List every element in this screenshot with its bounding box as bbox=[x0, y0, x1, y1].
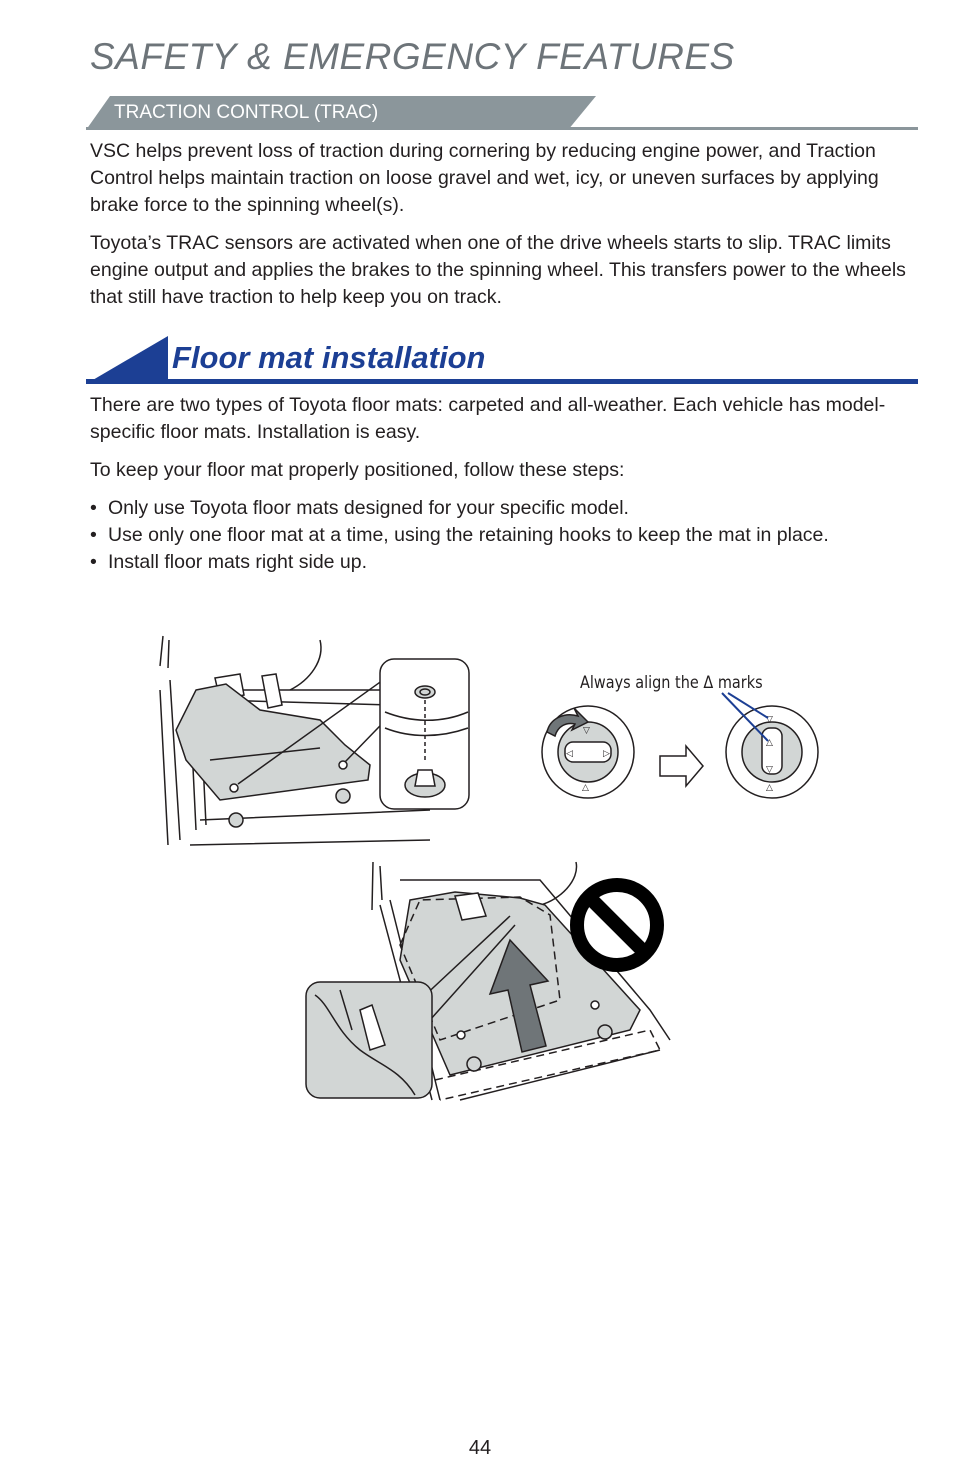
page-number: 44 bbox=[468, 1437, 492, 1459]
align-marks-illustration: ▽ △ ▷ ◁ ▽ △ ▽ △ bbox=[541, 692, 819, 799]
trac-heading: TRACTION CONTROL (TRAC) bbox=[114, 102, 379, 123]
bullet-dot: • bbox=[90, 551, 97, 573]
floor-mat-header-rule bbox=[86, 379, 918, 384]
svg-text:△: △ bbox=[766, 783, 773, 793]
floor-mat-paragraph-2: To keep your floor mat properly position… bbox=[90, 459, 625, 481]
list-item: • Install floor mats right side up. bbox=[90, 549, 880, 576]
bullet-dot: • bbox=[90, 497, 97, 519]
trac-paragraph-2: Toyota’s TRAC sensors are activated when… bbox=[90, 232, 906, 308]
svg-text:▽: ▽ bbox=[766, 715, 773, 725]
bullet-text: Only use Toyota floor mats designed for … bbox=[108, 497, 629, 519]
align-marks-label: Always align the Δ marks bbox=[580, 673, 763, 693]
trac-paragraph-1: VSC helps prevent loss of traction durin… bbox=[90, 140, 879, 216]
bullet-text: Install floor mats right side up. bbox=[108, 551, 368, 573]
svg-text:△: △ bbox=[766, 738, 773, 748]
svg-text:◁: ◁ bbox=[566, 749, 573, 759]
svg-text:▽: ▽ bbox=[766, 765, 773, 775]
svg-text:▷: ▷ bbox=[603, 749, 610, 759]
trac-header-tab bbox=[86, 96, 596, 130]
floor-mat-section-header: Floor mat installation bbox=[86, 336, 918, 386]
list-item: • Only use Toyota floor mats designed fo… bbox=[90, 495, 880, 522]
trac-header-rule bbox=[86, 127, 918, 130]
trac-section-header: TRACTION CONTROL (TRAC) bbox=[86, 96, 918, 132]
mat-hook-illustration bbox=[159, 635, 470, 846]
section-title: SAFETY & EMERGENCY FEATURES bbox=[90, 36, 735, 77]
bullet-dot: • bbox=[90, 524, 97, 546]
bullet-text: Use only one floor mat at a time, using … bbox=[108, 524, 829, 546]
floor-mat-bullet-list: • Only use Toyota floor mats designed fo… bbox=[90, 495, 880, 576]
svg-text:△: △ bbox=[582, 783, 589, 793]
floor-mat-heading: Floor mat installation bbox=[172, 340, 486, 375]
svg-text:▽: ▽ bbox=[583, 726, 590, 736]
list-item: • Use only one floor mat at a time, usin… bbox=[90, 522, 880, 549]
floor-mat-paragraph-1: There are two types of Toyota floor mats… bbox=[90, 394, 886, 443]
incorrect-placement-illustration bbox=[305, 861, 671, 1101]
